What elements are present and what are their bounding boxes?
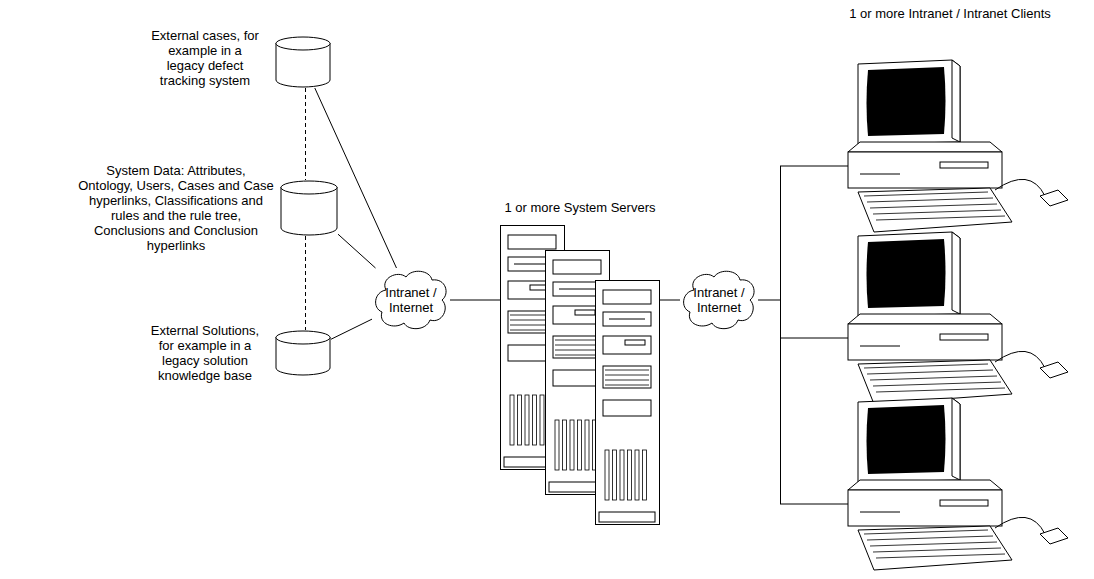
database-node: External cases, for example in a legacy …: [150, 28, 335, 123]
network-link: [758, 300, 780, 301]
database-node: External Solutions, for example in a leg…: [150, 305, 335, 405]
server-group: 1 or more System Servers: [500, 200, 660, 530]
network-link: [331, 319, 372, 339]
database-node: System Data: Attributes, Ontology, Users…: [78, 155, 340, 255]
network-link: [450, 300, 500, 301]
network-link: [660, 300, 680, 301]
server-towers: [500, 222, 660, 528]
dashed-link: [305, 236, 306, 330]
network-cloud: Intranet / Internet: [372, 268, 450, 332]
node-label: External Solutions, for example in a leg…: [150, 323, 260, 383]
database-cylinder: [280, 180, 338, 236]
client-group: 1 or more Intranet / Intranet Clients: [780, 6, 1090, 574]
network-link: [338, 234, 376, 268]
client-computers: [780, 6, 1090, 574]
network-cloud: Intranet / Internet: [680, 268, 758, 332]
dashed-link: [305, 88, 306, 180]
database-cylinder: [275, 330, 331, 376]
node-label: 1 or more System Servers: [485, 200, 675, 215]
node-label: External cases, for example in a legacy …: [150, 28, 260, 88]
network-link: [315, 88, 397, 268]
network-label: Intranet / Internet: [372, 285, 450, 315]
database-cylinder: [275, 36, 331, 88]
node-label: 1 or more Intranet / Intranet Clients: [810, 6, 1090, 21]
network-label: Intranet / Internet: [680, 285, 758, 315]
node-label: System Data: Attributes, Ontology, Users…: [78, 163, 274, 253]
